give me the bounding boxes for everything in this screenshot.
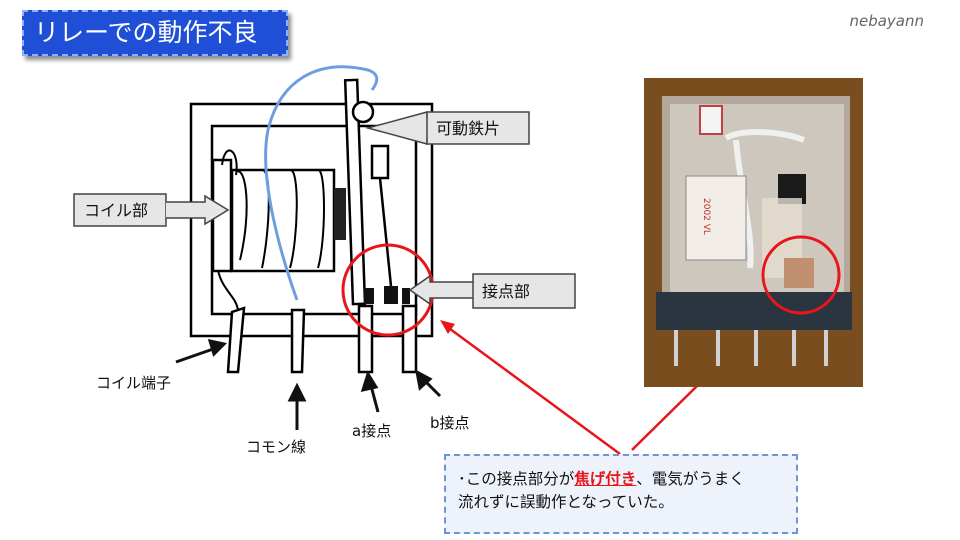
contact-block-2 <box>384 286 398 304</box>
coil-top-loop <box>221 149 238 176</box>
armature-bar <box>343 78 367 306</box>
callout-prefix: ･この <box>458 470 497 488</box>
common-wire <box>264 65 379 301</box>
contact-label: 接点部 <box>482 282 530 301</box>
coil-end-cap <box>334 188 346 240</box>
callout-contact-word: 接点部分が <box>496 470 575 488</box>
common-label: コモン線 <box>246 438 306 456</box>
explanation-callout: ･この接点部分が焦げ付き、電気がうまく 流れずに誤動作となっていた。 <box>444 454 798 534</box>
callout-line1-rest: 、電気がうまく <box>636 470 745 488</box>
photo-highlight-circle <box>761 235 841 315</box>
contact-block-1 <box>364 288 374 304</box>
common-terminal-pin <box>290 308 306 374</box>
callout-highlight: 焦げ付き <box>574 470 637 488</box>
armature-label: 可動鉄片 <box>436 119 500 138</box>
callout-line2: 流れずに誤動作となっていた。 <box>458 493 674 511</box>
coil-terminal-arrow <box>175 346 217 364</box>
svg-text:2002 VL: 2002 VL <box>701 198 711 235</box>
contact-label-arrow <box>408 274 473 306</box>
relay-outer-frame <box>189 102 434 338</box>
coil-label-arrow <box>166 194 230 226</box>
a-contact-pin <box>357 304 374 374</box>
red-pointer-diagram <box>445 324 621 456</box>
coil-lead <box>217 269 239 311</box>
relay-photo: 2002 VL <box>644 78 863 387</box>
armature-spring <box>370 144 390 180</box>
armature-pivot <box>351 100 375 124</box>
coil-winding <box>235 168 325 269</box>
armature-label-arrow <box>365 111 428 145</box>
b-contact-pin <box>401 304 418 374</box>
armature-link <box>378 177 394 297</box>
coil-terminal-label: コイル端子 <box>96 374 171 392</box>
b-contact-label: b接点 <box>430 414 470 432</box>
coil-label: コイル部 <box>84 201 148 220</box>
contact-block-3 <box>402 288 410 304</box>
page-title: リレーでの動作不良 <box>22 10 288 56</box>
author-credit: nebayann <box>849 12 924 30</box>
coil-terminal-pin <box>226 306 246 374</box>
a-contact-label: a接点 <box>352 422 391 440</box>
